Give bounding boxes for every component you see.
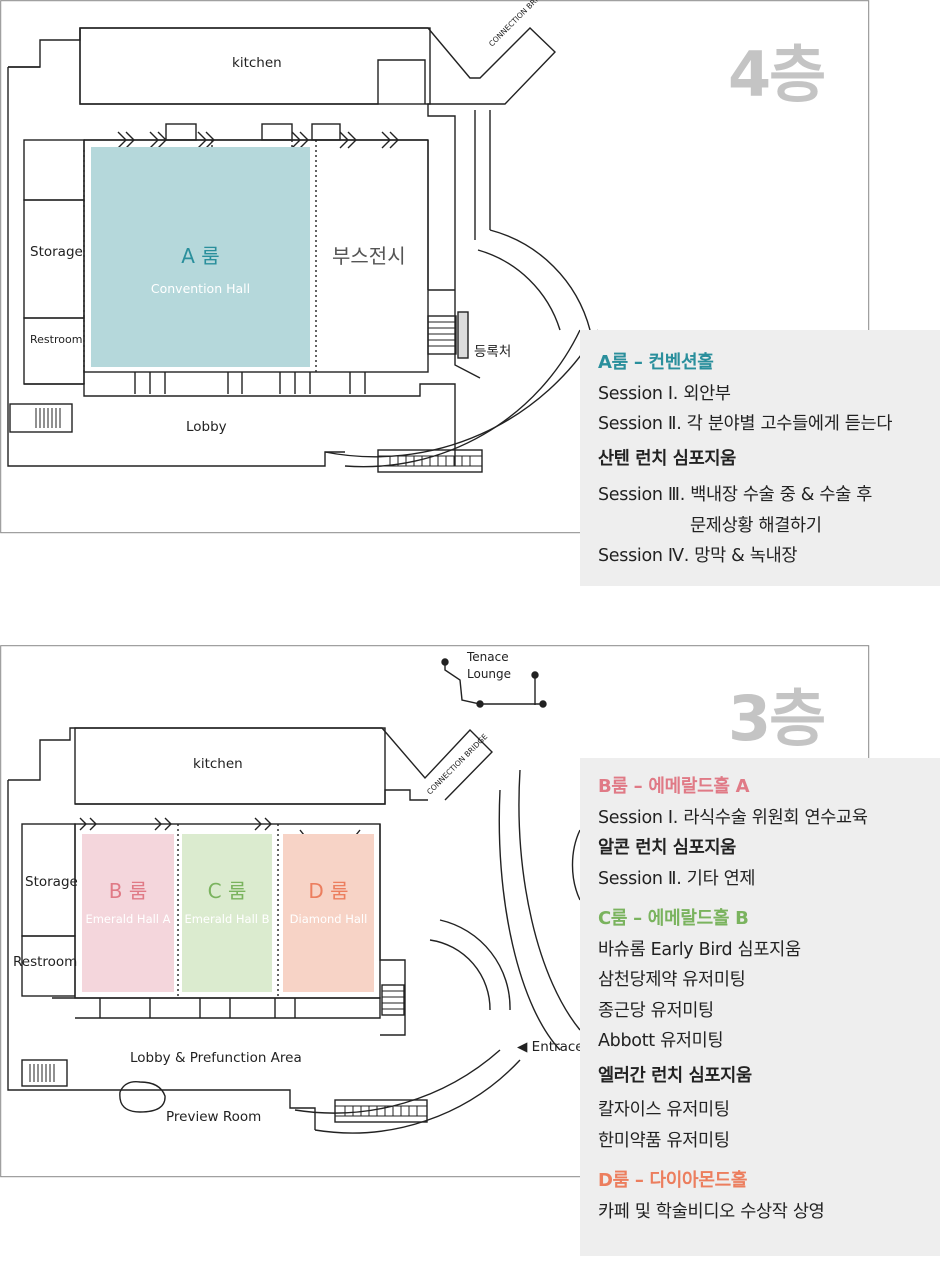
floor4-lobby-label: Lobby <box>186 419 227 435</box>
lunch-symposium: 알콘 런치 심포지움 <box>598 838 736 858</box>
floor4-booth-label: 부스전시 <box>332 244 406 268</box>
floor4-storage-label: Storage <box>30 244 83 260</box>
floor3-kitchen-label: kitchen <box>193 756 243 772</box>
program-item: Session Ⅰ. 외안부 <box>598 383 731 404</box>
floor3-label: 3층 <box>728 682 826 755</box>
floor4-restroom-label: Restroom <box>30 333 83 346</box>
entrance-label: ◀ Entrace <box>517 1039 584 1055</box>
room-d-subtitle: Diamond Hall <box>289 912 368 926</box>
floor3-storage-label: Storage <box>25 874 78 890</box>
floor4-registration-label: 등록처 <box>474 344 512 360</box>
floor4-frame <box>0 0 870 534</box>
terrace-lounge-label-line1: Tenace <box>467 650 509 664</box>
room-b-program-heading: B룸 – 에메랄드홀 A <box>598 776 750 797</box>
program-item: Session Ⅳ. 망막 & 녹내장 <box>598 546 798 566</box>
room-a-title: A 룸 <box>181 244 220 268</box>
floor3-program-panel: B룸 – 에메랄드홀 A Session Ⅰ. 라식수술 위원회 연수교육 알콘… <box>580 758 940 1256</box>
room-d[interactable] <box>283 834 374 992</box>
room-a[interactable] <box>91 147 310 367</box>
room-b-title: B 룸 <box>108 879 148 903</box>
program-item: Session Ⅱ. 기타 연제 <box>598 868 756 889</box>
floor4-label: 4층 <box>728 38 826 111</box>
room-c[interactable] <box>182 834 272 992</box>
lunch-symposium: 산텐 런치 심포지움 <box>598 448 736 469</box>
program-item: 바슈롬 Early Bird 심포지움 <box>598 939 801 960</box>
program-item: 카페 및 학술비디오 수상작 상영 <box>598 1201 825 1222</box>
room-b-subtitle: Emerald Hall A <box>85 912 171 926</box>
room-c-title: C 룸 <box>207 879 247 903</box>
room-a-program-heading: A룸 – 컨벤션홀 <box>598 352 714 373</box>
program-item: Abbott 유저미팅 <box>598 1031 724 1051</box>
program-item: 삼천당제약 유저미팅 <box>598 970 746 990</box>
floor4-program-panel: A룸 – 컨벤션홀 Session Ⅰ. 외안부 Session Ⅱ. 각 분야… <box>580 330 940 586</box>
terrace-lounge-label-line2: Lounge <box>467 667 512 681</box>
floor3-restroom-label: Restroom <box>13 954 78 970</box>
program-item: Session Ⅲ. 백내장 수술 중 & 수술 후 <box>598 485 873 505</box>
program-item: Session Ⅰ. 라식수술 위원회 연수교육 <box>598 807 868 828</box>
lunch-symposium: 엘러간 런치 심포지움 <box>598 1065 752 1086</box>
program-item-continued: 문제상황 해결하기 <box>690 515 822 536</box>
program-item: 종근당 유저미팅 <box>598 1000 714 1021</box>
preview-room-label: Preview Room <box>166 1109 262 1125</box>
room-d-program-heading: D룸 – 다이아몬드홀 <box>598 1170 748 1191</box>
program-item: 한미약품 유저미팅 <box>598 1130 730 1151</box>
floor3-lobby-label: Lobby & Prefunction Area <box>130 1050 302 1066</box>
room-c-subtitle: Emerald Hall B <box>184 912 270 926</box>
program-item: 칼자이스 유저미팅 <box>598 1100 730 1120</box>
program-item: Session Ⅱ. 각 분야별 고수들에게 듣는다 <box>598 414 893 434</box>
room-b[interactable] <box>82 834 174 992</box>
room-c-program-heading: C룸 – 에메랄드홀 B <box>598 908 749 929</box>
floor4-kitchen-label: kitchen <box>232 55 282 71</box>
floor4-building <box>7 27 556 467</box>
room-a-subtitle: Convention Hall <box>150 281 251 296</box>
room-d-title: D 룸 <box>308 879 349 903</box>
